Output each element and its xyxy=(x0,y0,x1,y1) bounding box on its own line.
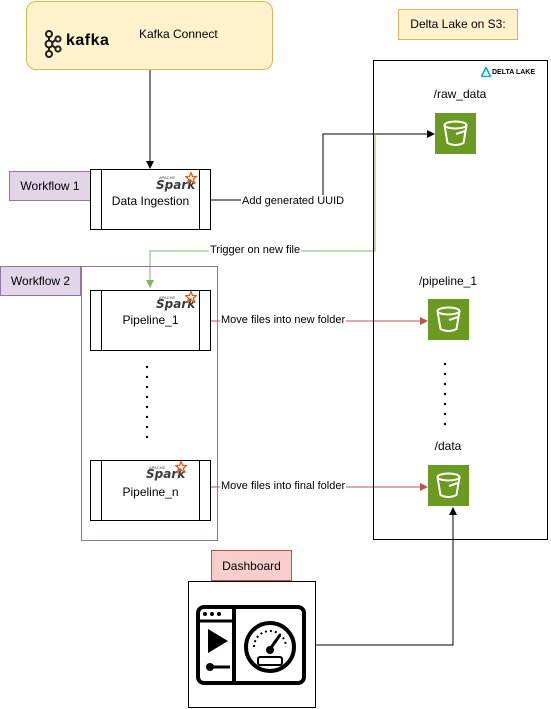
edge-dashboard-to-data xyxy=(316,507,457,646)
s3-bucket-icon xyxy=(435,113,476,154)
s3-bucket-icon xyxy=(428,299,469,340)
workflow-1-tag: Workflow 1 xyxy=(9,171,91,201)
spark-logo-icon: Spark xyxy=(156,297,196,311)
data-bucket-label: /data xyxy=(434,439,462,453)
trigger-label: Trigger on new file xyxy=(209,244,302,256)
dashboard-gauge-icon xyxy=(196,605,306,685)
pipeline-n-task: APACHE Spark Pipeline_n xyxy=(90,460,211,521)
workflow-2-tag: Workflow 2 xyxy=(0,266,81,296)
delta-lake-container xyxy=(373,60,548,540)
spark-prefix: APACHE xyxy=(149,465,166,470)
delta-lake-logo-icon xyxy=(481,67,491,77)
workflow-2-container xyxy=(81,266,218,541)
spark-star-icon xyxy=(175,461,187,473)
ellipsis-vertical-dots xyxy=(145,365,149,439)
data-ingestion-task: APACHE Spark Data Ingestion xyxy=(90,169,211,230)
pipeline-n-label: Pipeline_n xyxy=(122,485,179,499)
spark-logo-icon: Spark xyxy=(156,178,196,192)
spark-star-icon xyxy=(185,291,197,303)
add-uuid-label: Add generated UUID xyxy=(241,195,346,207)
delta-lake-tag: Delta Lake on S3: xyxy=(398,9,518,40)
raw-data-bucket-label: /raw_data xyxy=(433,87,487,101)
pipeline-1-bucket-label: /pipeline_1 xyxy=(418,274,478,288)
kafka-logo-icon xyxy=(44,30,62,58)
delta-lake-brand: DELTA LAKE xyxy=(492,69,536,76)
spark-prefix: APACHE xyxy=(159,175,176,180)
spark-star-icon xyxy=(185,172,197,184)
spark-logo-icon: Spark xyxy=(146,467,186,481)
kafka-brand-text: kafka xyxy=(66,32,110,49)
kafka-connect-node xyxy=(26,1,273,70)
s3-bucket-icon xyxy=(428,465,469,506)
move-final-label: Move files into final folder xyxy=(220,480,347,492)
kafka-connect-title: Kafka Connect xyxy=(139,27,218,41)
data-ingestion-label: Data Ingestion xyxy=(111,194,190,208)
spark-prefix: APACHE xyxy=(159,295,176,300)
pipeline-1-label: Pipeline_1 xyxy=(122,313,179,327)
pipeline-1-task: APACHE Spark Pipeline_1 xyxy=(90,290,211,351)
dashboard-tag: Dashboard xyxy=(211,550,292,581)
ellipsis-vertical-dots xyxy=(443,362,447,426)
move-new-label: Move files into new folder xyxy=(220,314,347,326)
